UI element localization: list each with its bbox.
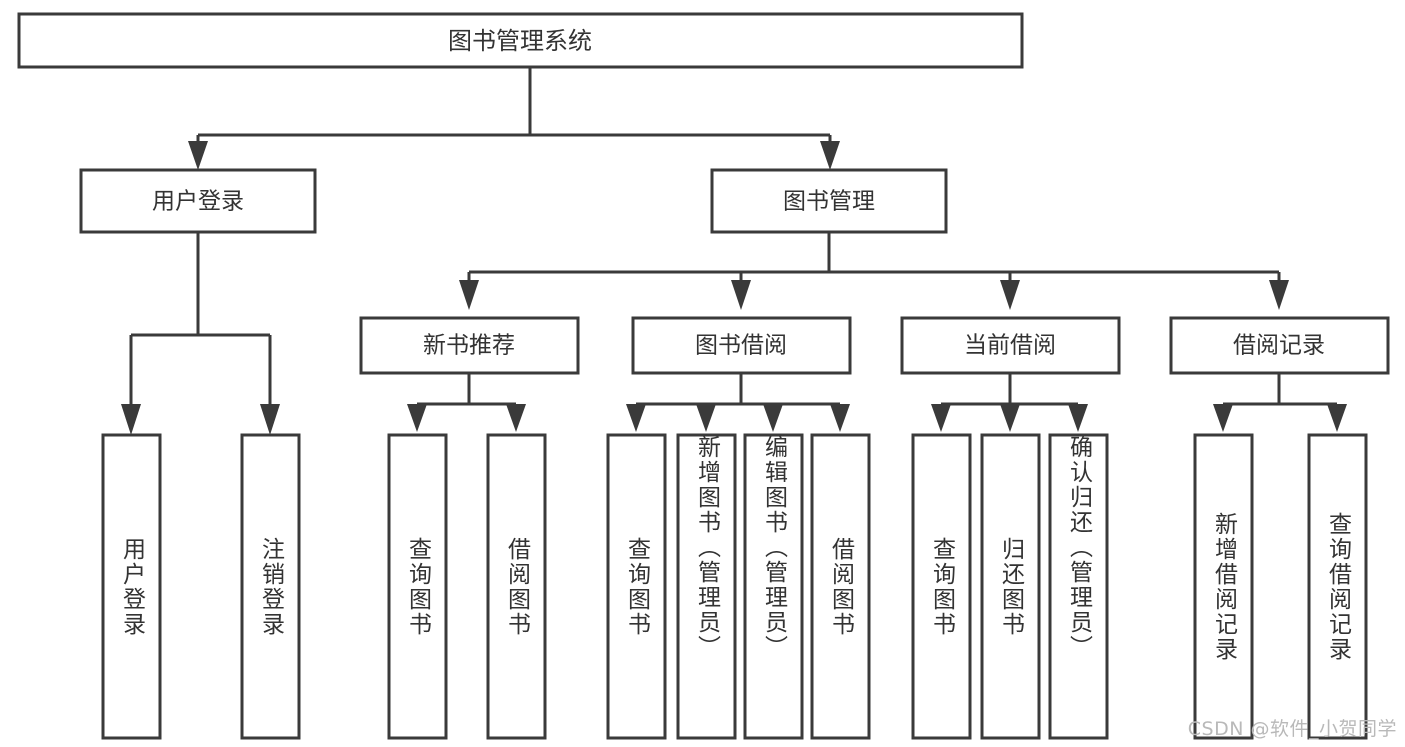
new-book-recommend-label: 新书推荐 (423, 333, 515, 359)
arrow-to-leaf-c2 (1000, 404, 1020, 432)
borrow-record-label: 借阅记录 (1233, 333, 1325, 359)
node-book-borrow[interactable]: 图书借阅 (631, 316, 852, 375)
node-borrow-record[interactable]: 借阅记录 (1169, 316, 1390, 375)
arrow-to-leaf-r1 (1213, 404, 1233, 432)
new-book-recommend-box[interactable] (359, 316, 580, 375)
leaf-box-query-book-n[interactable] (387, 433, 448, 740)
arrow-to-leaf-b4 (830, 404, 850, 432)
node-new-book-recommend[interactable]: 新书推荐 (359, 316, 580, 375)
leaf-box-add-book-admin[interactable] (676, 433, 737, 740)
connector-currentborrow-to-leaves (931, 373, 1088, 432)
leaf-box-logout[interactable] (240, 433, 301, 740)
root-box[interactable] (17, 12, 1024, 69)
current-borrow-label: 当前借阅 (964, 333, 1056, 359)
arrow-to-leaf-b3 (763, 404, 783, 432)
leaf-box-return-book[interactable] (980, 433, 1041, 740)
connector-newbook-to-leaves (407, 373, 526, 432)
arrow-to-leaf-b1 (626, 404, 646, 432)
arrow-to-leaf-b2 (696, 404, 716, 432)
connector-root-to-level2 (188, 67, 840, 170)
csdn-watermark: CSDN @软件_小贺同学 (1187, 718, 1397, 740)
arrow-to-leaf-u1 (121, 404, 141, 435)
node-current-borrow[interactable]: 当前借阅 (900, 316, 1121, 375)
leaf-box-add-borrow-record[interactable] (1193, 433, 1254, 740)
user-login-label: 用户登录 (152, 189, 244, 215)
book-borrow-label: 图书借阅 (695, 333, 787, 359)
arrow-to-book-borrow (731, 280, 751, 310)
arrow-to-leaf-u2 (260, 404, 280, 435)
connector-bookborrow-to-leaves (626, 373, 850, 432)
connector-bookmanage-to-level3 (459, 232, 1289, 310)
book-borrow-box[interactable] (631, 316, 852, 375)
leaf-box-confirm-return-admin[interactable] (1048, 433, 1109, 740)
node-book-manage[interactable]: 图书管理 (710, 168, 948, 234)
connector-userlogin-to-leaves (121, 232, 280, 435)
arrow-to-user-login (188, 141, 208, 170)
arrow-to-leaf-r2 (1327, 404, 1347, 432)
arrow-to-leaf-n1 (407, 404, 427, 432)
leaf-box-query-book-b[interactable] (606, 433, 667, 740)
arrow-to-leaf-c1 (931, 404, 951, 432)
root-label: 图书管理系统 (448, 27, 592, 55)
leaf-box-borrow-book-n[interactable] (486, 433, 547, 740)
node-root[interactable]: 图书管理系统 (17, 12, 1024, 69)
node-user-login[interactable]: 用户登录 (79, 168, 317, 234)
arrow-to-leaf-c3 (1068, 404, 1088, 432)
arrow-to-borrow-record (1269, 280, 1289, 310)
book-manage-label: 图书管理 (783, 189, 875, 215)
arrow-to-book-manage (820, 141, 840, 170)
leaf-box-query-book-c[interactable] (911, 433, 972, 740)
leaf-box-borrow-book-b[interactable] (810, 433, 871, 740)
current-borrow-box[interactable] (900, 316, 1121, 375)
leaf-box-query-borrow-record[interactable] (1307, 433, 1368, 740)
arrow-to-current-borrow (1000, 280, 1020, 310)
book-manage-box[interactable] (710, 168, 948, 234)
connector-borrowrecord-to-leaves (1213, 373, 1347, 432)
leaf-box-user-login[interactable] (101, 433, 162, 740)
arrow-to-new-book (459, 280, 479, 310)
borrow-record-box[interactable] (1169, 316, 1390, 375)
arrow-to-leaf-n2 (506, 404, 526, 432)
leaf-box-edit-book-admin[interactable] (743, 433, 804, 740)
